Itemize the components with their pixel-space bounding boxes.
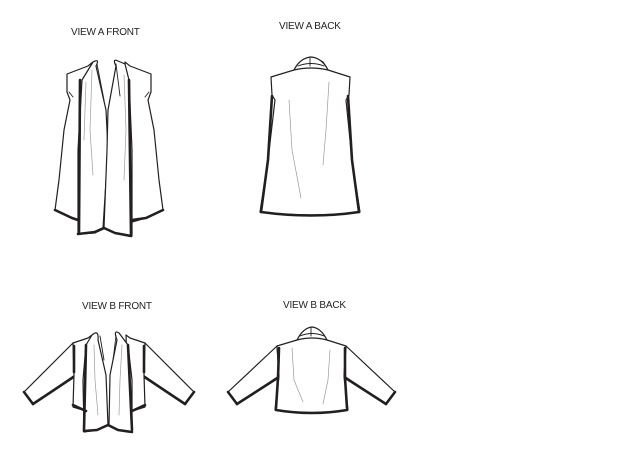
view-a-back-label: VIEW A BACK [279, 21, 341, 32]
view-b-front-garment [22, 331, 196, 434]
view-b-back-garment [226, 326, 397, 415]
right-sleeve [142, 342, 195, 405]
right-back-sleeve [343, 345, 396, 405]
view-a-front-label: VIEW A FRONT [71, 27, 140, 38]
left-back-sleeve [227, 345, 280, 405]
left-sleeve [23, 342, 76, 405]
back-body [274, 330, 349, 414]
back-body [259, 57, 361, 216]
view-a-front-garment [53, 59, 165, 238]
view-b-front-label: VIEW B FRONT [82, 301, 152, 312]
view-a-back-garment [259, 56, 361, 217]
view-b-back-label: VIEW B BACK [283, 300, 346, 311]
left-drape-lapel [77, 60, 109, 235]
